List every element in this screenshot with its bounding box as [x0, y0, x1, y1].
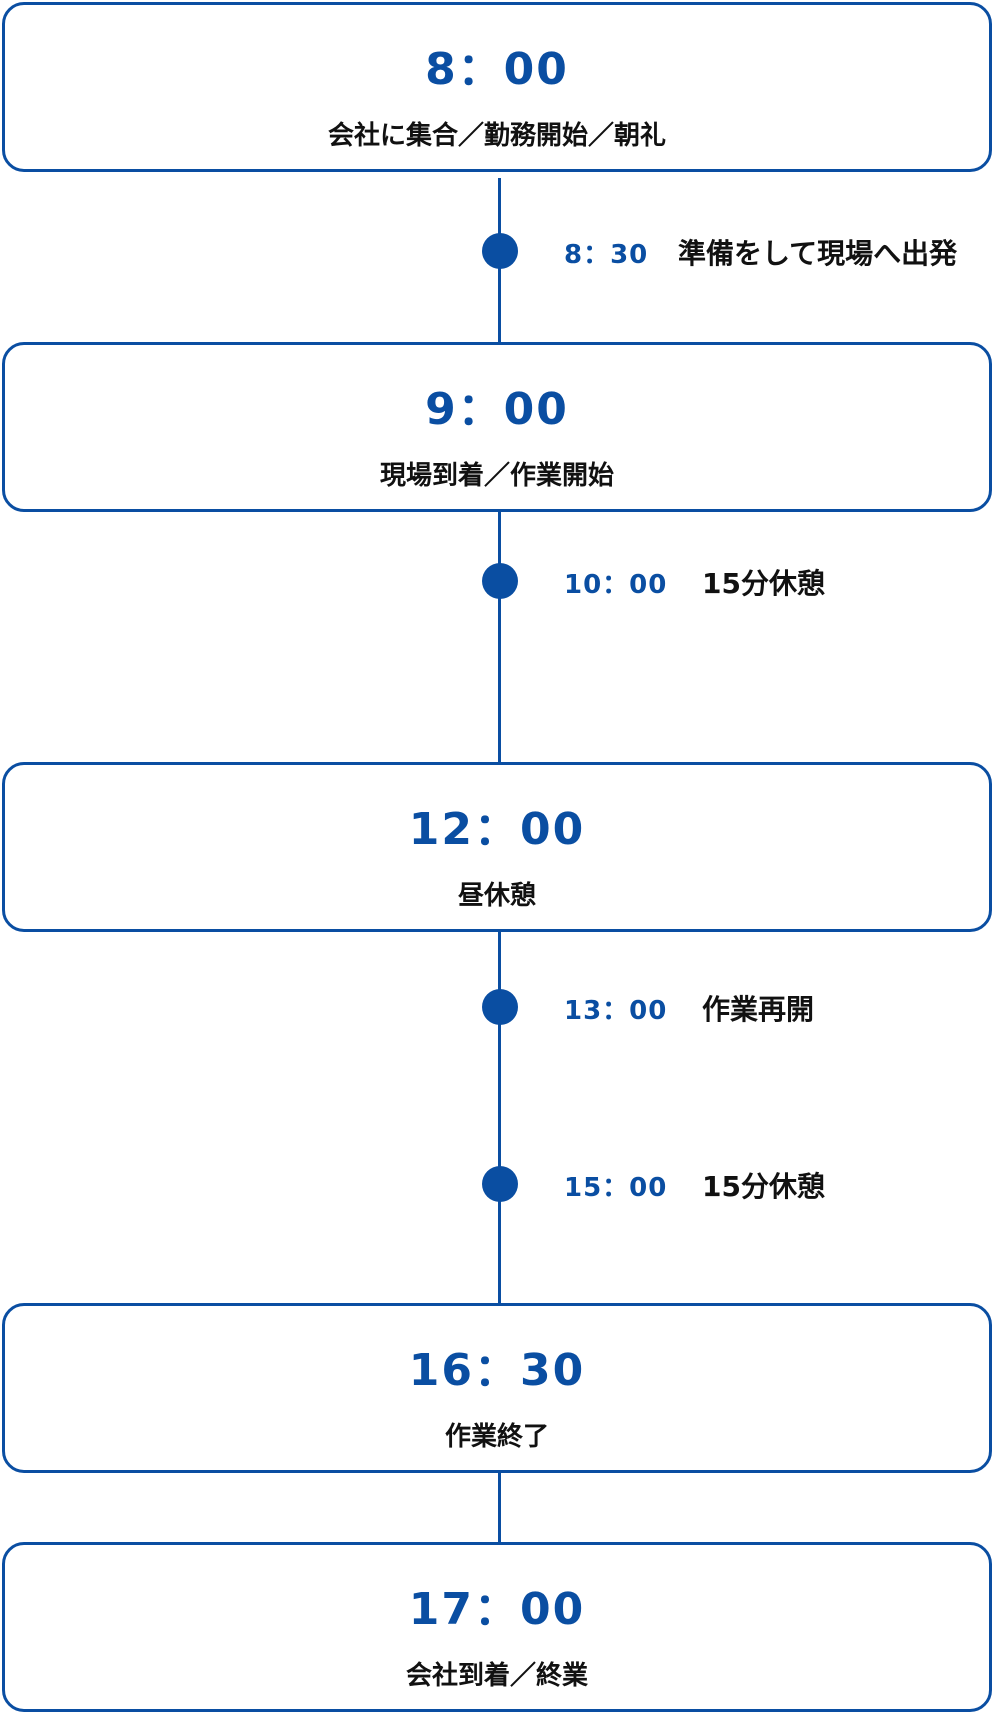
sub-event-time: 10：00: [564, 570, 668, 600]
sub-event-label: 15分休憩: [702, 567, 825, 600]
event-label: 現場到着／作業開始: [379, 461, 614, 491]
sub-event-time: 13：00: [564, 996, 668, 1026]
timeline-event-card: 12：00 昼休憩: [2, 762, 992, 932]
sub-event-label: 準備をして現場へ出発: [678, 237, 958, 270]
sub-event-time: 8：30: [564, 240, 649, 270]
timeline-dot: [482, 563, 518, 599]
sub-event-label: 15分休憩: [702, 1170, 825, 1203]
event-time: 8：00: [425, 44, 569, 95]
sub-event-label: 作業再開: [702, 993, 815, 1026]
timeline-dot: [482, 989, 518, 1025]
event-label: 作業終了: [444, 1422, 549, 1452]
event-label: 昼休憩: [457, 881, 536, 911]
event-time: 17：00: [408, 1584, 586, 1635]
timeline-event-card: 8：00 会社に集合／勤務開始／朝礼: [2, 2, 992, 172]
event-time: 12：00: [408, 804, 586, 855]
timeline-dot: [482, 1166, 518, 1202]
timeline-event-card: 16：30 作業終了: [2, 1303, 992, 1473]
event-time: 9：00: [425, 384, 569, 435]
timeline-event-card: 9：00 現場到着／作業開始: [2, 342, 992, 512]
timeline-event-card: 17：00 会社到着／終業: [2, 1542, 992, 1712]
event-time: 16：30: [408, 1345, 586, 1396]
sub-event-time: 15：00: [564, 1173, 668, 1203]
timeline-dot: [482, 233, 518, 269]
event-label: 会社に集合／勤務開始／朝礼: [327, 121, 666, 151]
event-label: 会社到着／終業: [405, 1661, 588, 1691]
